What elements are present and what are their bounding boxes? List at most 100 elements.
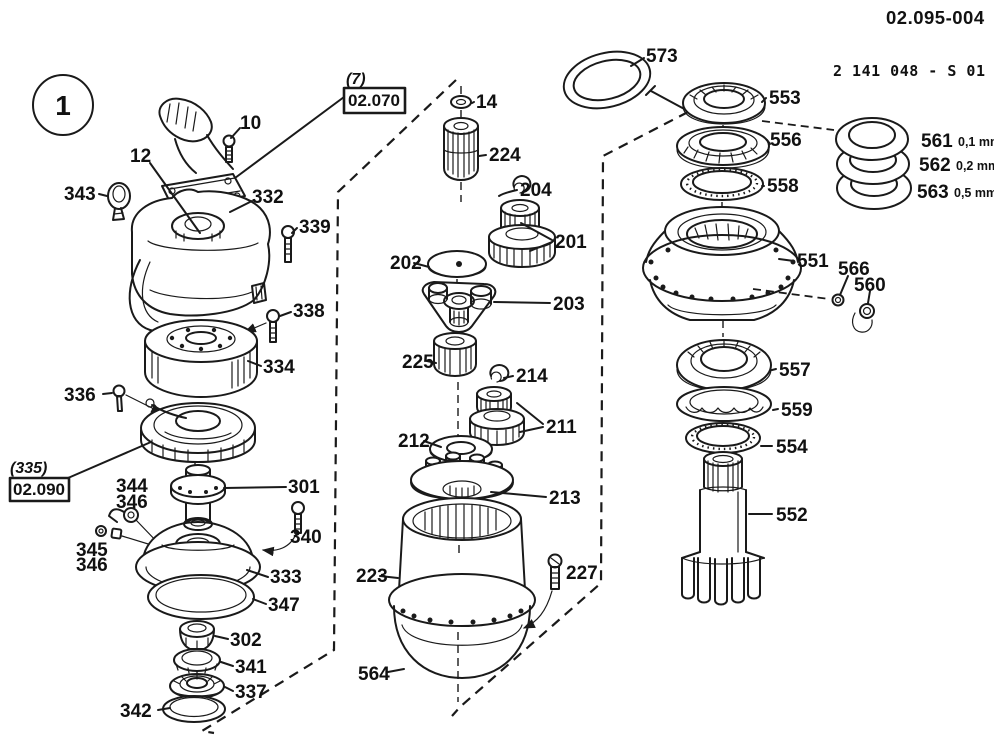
callout-333: 333	[270, 567, 302, 588]
labels: 02.095-004 2 141 048 - S 01 1 (7) 02.070…	[10, 7, 994, 722]
callout-leaders	[98, 57, 871, 711]
ref-brake-prefix: (335)	[10, 460, 47, 477]
part-10-bolt-drawing	[222, 134, 236, 163]
callout-558: 558	[767, 176, 799, 197]
part-561-shim-drawing	[761, 117, 909, 161]
callout-12: 12	[130, 146, 151, 167]
page-code: 02.095-004	[886, 7, 985, 28]
part-335-brake-piston-assembly-drawing	[140, 398, 256, 463]
ref-detail-prefix: (7)	[346, 71, 366, 88]
callout-560: 560	[854, 275, 886, 296]
part-224-splined-shaft-drawing	[443, 117, 479, 181]
callout-563: 563	[917, 182, 949, 203]
callout-201: 201	[555, 232, 587, 253]
callout-336: 336	[64, 385, 96, 406]
callout-340: 340	[290, 527, 322, 548]
callout-302: 302	[230, 630, 262, 651]
callout-346b: 346	[76, 555, 108, 576]
part-564-bottom-cover-drawing	[393, 605, 531, 679]
callout-563-thickness: 0,5 mm	[954, 186, 994, 200]
part-573-o-ring-drawing	[562, 50, 689, 112]
part-14-washer-drawing	[450, 95, 472, 109]
part-552-pinion-shaft-drawing	[681, 451, 765, 606]
callout-562: 562	[919, 155, 951, 176]
callout-338: 338	[293, 301, 325, 322]
callout-203: 203	[553, 294, 585, 315]
figure-number: 1	[55, 90, 71, 121]
callout-204: 204	[520, 180, 552, 201]
part-203-planet-carrier-drawing	[421, 281, 497, 333]
callout-561: 561	[921, 131, 953, 152]
callout-214: 214	[516, 366, 548, 387]
part-343-eye-bolt-drawing	[107, 182, 131, 221]
callout-212: 212	[398, 431, 430, 452]
part-332-motor-housing-drawing	[128, 188, 271, 333]
part-302-cap-drawing	[179, 620, 215, 650]
part-202-thrust-disc-drawing	[427, 250, 487, 278]
part-347-ring-drawing	[147, 574, 255, 620]
ref-detail-code: 02.070	[348, 91, 400, 110]
callout-342: 342	[120, 701, 152, 722]
callout-553: 553	[769, 88, 801, 109]
callout-339: 339	[299, 217, 331, 238]
part-557-bearing-drawing	[676, 339, 772, 391]
callout-551: 551	[797, 251, 829, 272]
callout-211: 211	[546, 417, 577, 438]
part-337-bearing-drawing	[169, 673, 225, 699]
callout-564: 564	[358, 664, 390, 685]
callout-10: 10	[240, 113, 261, 134]
part-301-hub-drawing	[170, 464, 226, 538]
part-334-brake-drum-drawing	[144, 319, 258, 398]
callout-566: 566	[838, 259, 870, 280]
callout-301: 301	[288, 477, 320, 498]
part-558-seal-ring-drawing	[680, 167, 764, 201]
ref-brake-code: 02.090	[13, 480, 65, 499]
part-223-ring-gear-drum-drawing	[388, 497, 536, 627]
callout-14: 14	[476, 92, 498, 113]
callout-573: 573	[646, 46, 678, 67]
callout-223: 223	[356, 566, 388, 587]
callout-332: 332	[252, 187, 284, 208]
part-211-gear-set-drawing	[469, 386, 525, 446]
callout-345: 345	[76, 540, 108, 561]
part-344-fitting-drawing	[108, 507, 161, 546]
callout-559: 559	[781, 400, 813, 421]
callout-554: 554	[776, 437, 808, 458]
part-214-snap-ring-drawing	[489, 364, 510, 383]
callout-346a: 346	[116, 492, 148, 513]
drawing-number: 2 141 048 - S 01	[833, 62, 986, 80]
part-225-pinion-gear-drawing	[433, 332, 477, 377]
part-227-bolt-drawing	[522, 553, 563, 629]
part-556-bearing-drawing	[676, 126, 770, 169]
callout-334: 334	[263, 357, 295, 378]
callout-337: 337	[235, 682, 267, 703]
part-560-plug-drawing	[851, 303, 875, 333]
callout-347: 347	[268, 595, 300, 616]
part-336-screw-drawing	[112, 384, 164, 414]
part-213-planet-carrier-drawing	[410, 451, 514, 500]
part-341-ring-drawing	[173, 648, 221, 674]
callout-556: 556	[770, 130, 802, 151]
part-554-ring-drawing	[685, 422, 761, 454]
callout-552: 552	[776, 505, 808, 526]
callout-202: 202	[390, 253, 422, 274]
callout-343: 343	[64, 184, 96, 205]
part-204-snap-ring-drawing	[512, 175, 532, 194]
callout-557: 557	[779, 360, 811, 381]
callout-213: 213	[549, 488, 581, 509]
callout-227: 227	[566, 563, 598, 584]
part-342-ring-drawing	[162, 695, 226, 723]
callout-225: 225	[402, 352, 434, 373]
part-340-bolt-drawing	[261, 501, 305, 557]
callout-561-thickness: 0,1 mm	[958, 135, 994, 149]
group-boundary-left	[198, 79, 457, 735]
callout-224: 224	[489, 145, 521, 166]
group-boundary-right	[451, 111, 689, 717]
reference-brake-02090	[8, 441, 152, 503]
reference-detail-02070	[234, 86, 407, 179]
figure-number-circle	[32, 74, 94, 136]
callout-344: 344	[116, 476, 148, 497]
part-201-gear-set-drawing	[488, 199, 556, 268]
